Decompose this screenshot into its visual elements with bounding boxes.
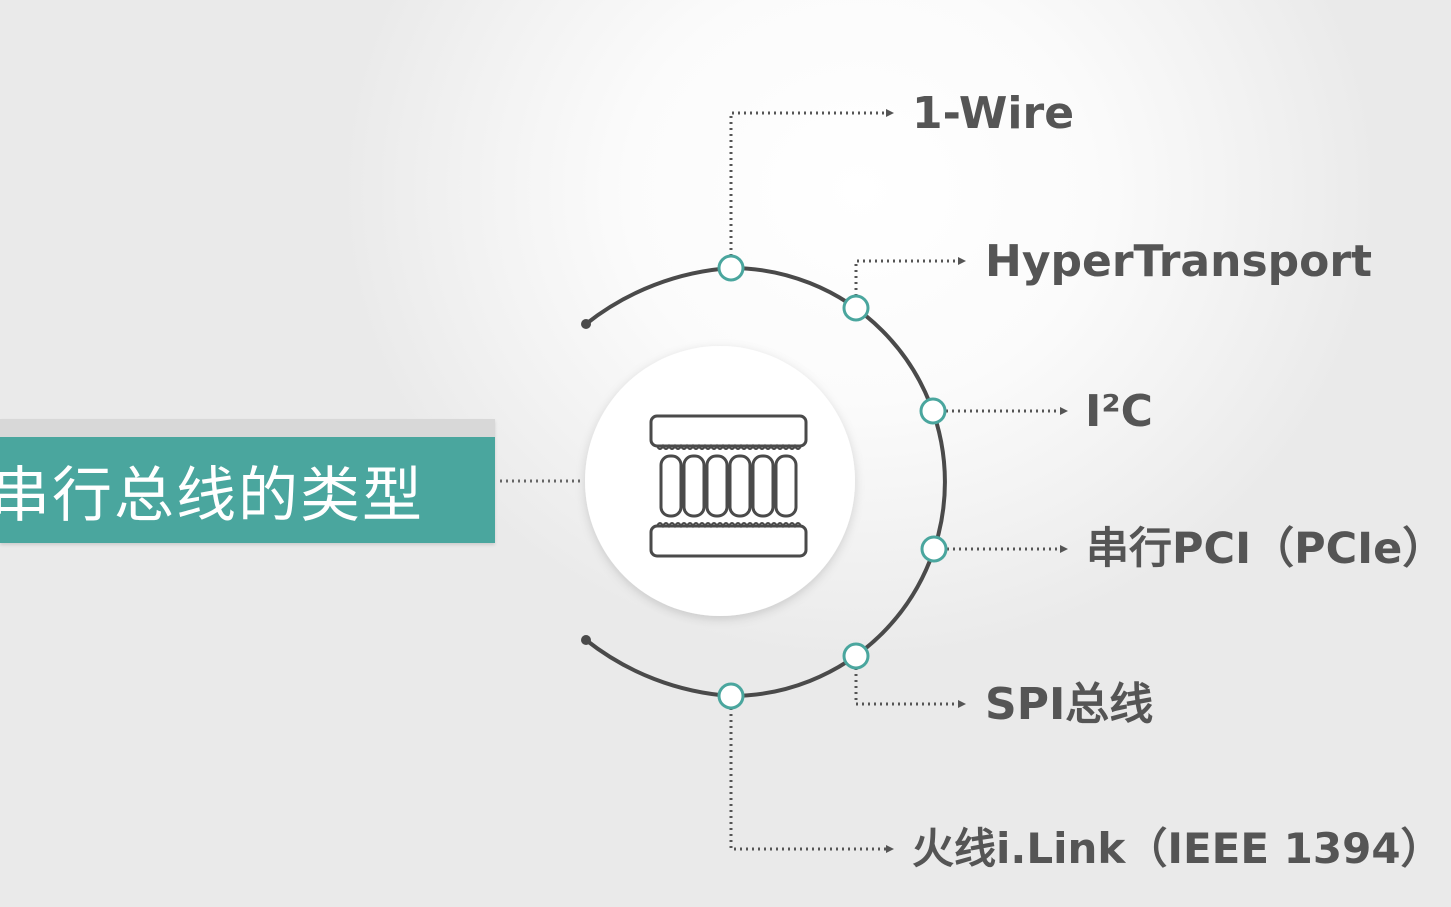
page-title: 串行总线的类型 bbox=[0, 461, 424, 531]
outer-ring-arc-right bbox=[730, 266, 947, 698]
label-i2c: I²C bbox=[1085, 386, 1153, 437]
serial-bus-connector-icon bbox=[649, 414, 808, 558]
node-i2c bbox=[919, 397, 947, 425]
connector-hypertransport bbox=[854, 257, 966, 296]
label-hypertransport: HyperTransport bbox=[985, 236, 1373, 287]
outer-ring-arc-top bbox=[584, 266, 732, 326]
connector-spi bbox=[854, 668, 966, 708]
connector-firewire bbox=[729, 708, 894, 853]
node-hypertransport bbox=[842, 294, 870, 322]
node-spi bbox=[842, 642, 870, 670]
label-one-wire: 1-Wire bbox=[912, 88, 1075, 139]
node-pcie bbox=[920, 535, 948, 563]
label-firewire: 火线i.Link（IEEE 1394） bbox=[912, 824, 1443, 873]
outer-ring-arc-bottom bbox=[584, 638, 732, 698]
connector-one-wire bbox=[729, 109, 894, 256]
label-spi: SPI总线 bbox=[985, 679, 1154, 730]
ring-end-dot-top bbox=[581, 319, 591, 329]
center-disc bbox=[585, 346, 855, 616]
node-one-wire bbox=[717, 254, 745, 282]
title-banner: 串行总线的类型 bbox=[0, 419, 495, 543]
node-firewire bbox=[717, 682, 745, 710]
ring-end-dot-bottom bbox=[581, 635, 591, 645]
label-pcie: 串行PCI（PCIe） bbox=[1086, 524, 1446, 574]
